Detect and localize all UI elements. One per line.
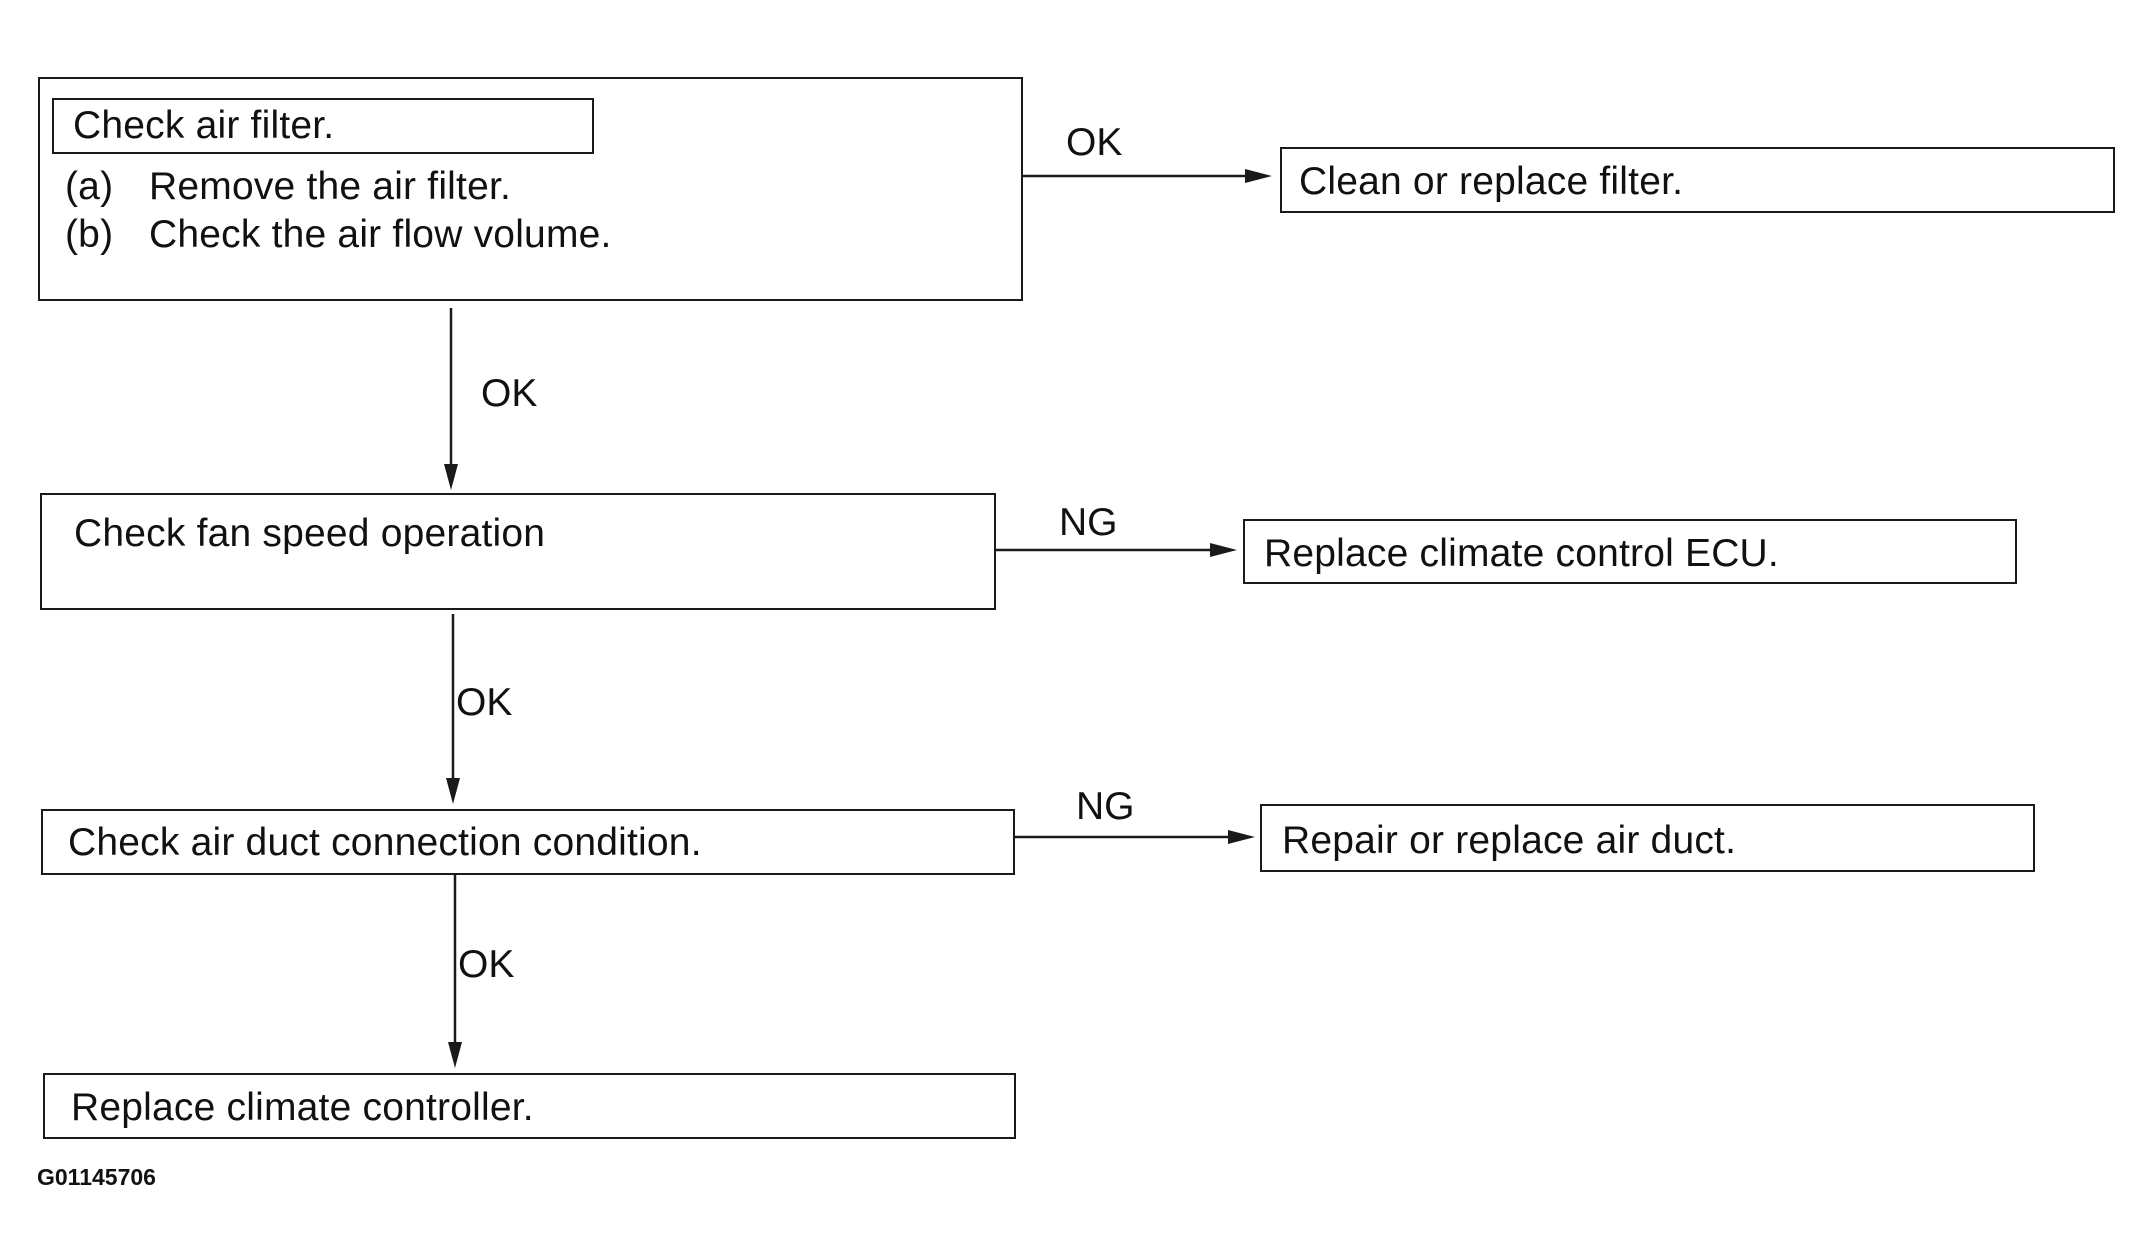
step3-box	[41, 809, 1015, 875]
step1-title: Check air filter.	[73, 104, 335, 147]
step1-sub-a-marker: (a)	[65, 165, 114, 208]
figure-code: G01145706	[37, 1164, 156, 1190]
result1-title: Clean or replace filter.	[1299, 160, 1684, 203]
result2-box	[1243, 519, 2017, 584]
step1-sub-b-marker: (b)	[65, 213, 114, 256]
result3-box	[1260, 804, 2035, 872]
result3-title: Repair or replace air duct.	[1282, 819, 1737, 862]
edge-label-s2-s3: OK	[456, 681, 513, 724]
step2-box	[40, 493, 996, 610]
arrowhead-s3-r3	[1228, 830, 1255, 844]
step4-box	[43, 1073, 1016, 1139]
step2-title: Check fan speed operation	[74, 512, 546, 555]
result2-title: Replace climate control ECU.	[1264, 532, 1779, 575]
edge-label-s3-r3: NG	[1076, 785, 1135, 828]
result1-box	[1280, 147, 2115, 213]
step3-title: Check air duct connection condition.	[68, 821, 702, 864]
edge-label-s3-s4: OK	[458, 943, 515, 986]
edge-label-s1-r1: OK	[1066, 121, 1123, 164]
arrowhead-s2-s3	[446, 778, 460, 804]
edge-label-s1-s2: OK	[481, 372, 538, 415]
step1-sub-a-text: Remove the air filter.	[149, 165, 512, 208]
step4-title: Replace climate controller.	[71, 1086, 534, 1129]
edge-label-s2-r2: NG	[1059, 501, 1118, 544]
step1-title-box	[52, 98, 594, 154]
step1-sub-b-text: Check the air flow volume.	[149, 213, 612, 256]
arrowhead-s1-r1	[1245, 169, 1272, 183]
arrowhead-s3-s4	[448, 1042, 462, 1068]
arrowhead-s2-r2	[1210, 543, 1237, 557]
arrowhead-s1-s2	[444, 464, 458, 490]
